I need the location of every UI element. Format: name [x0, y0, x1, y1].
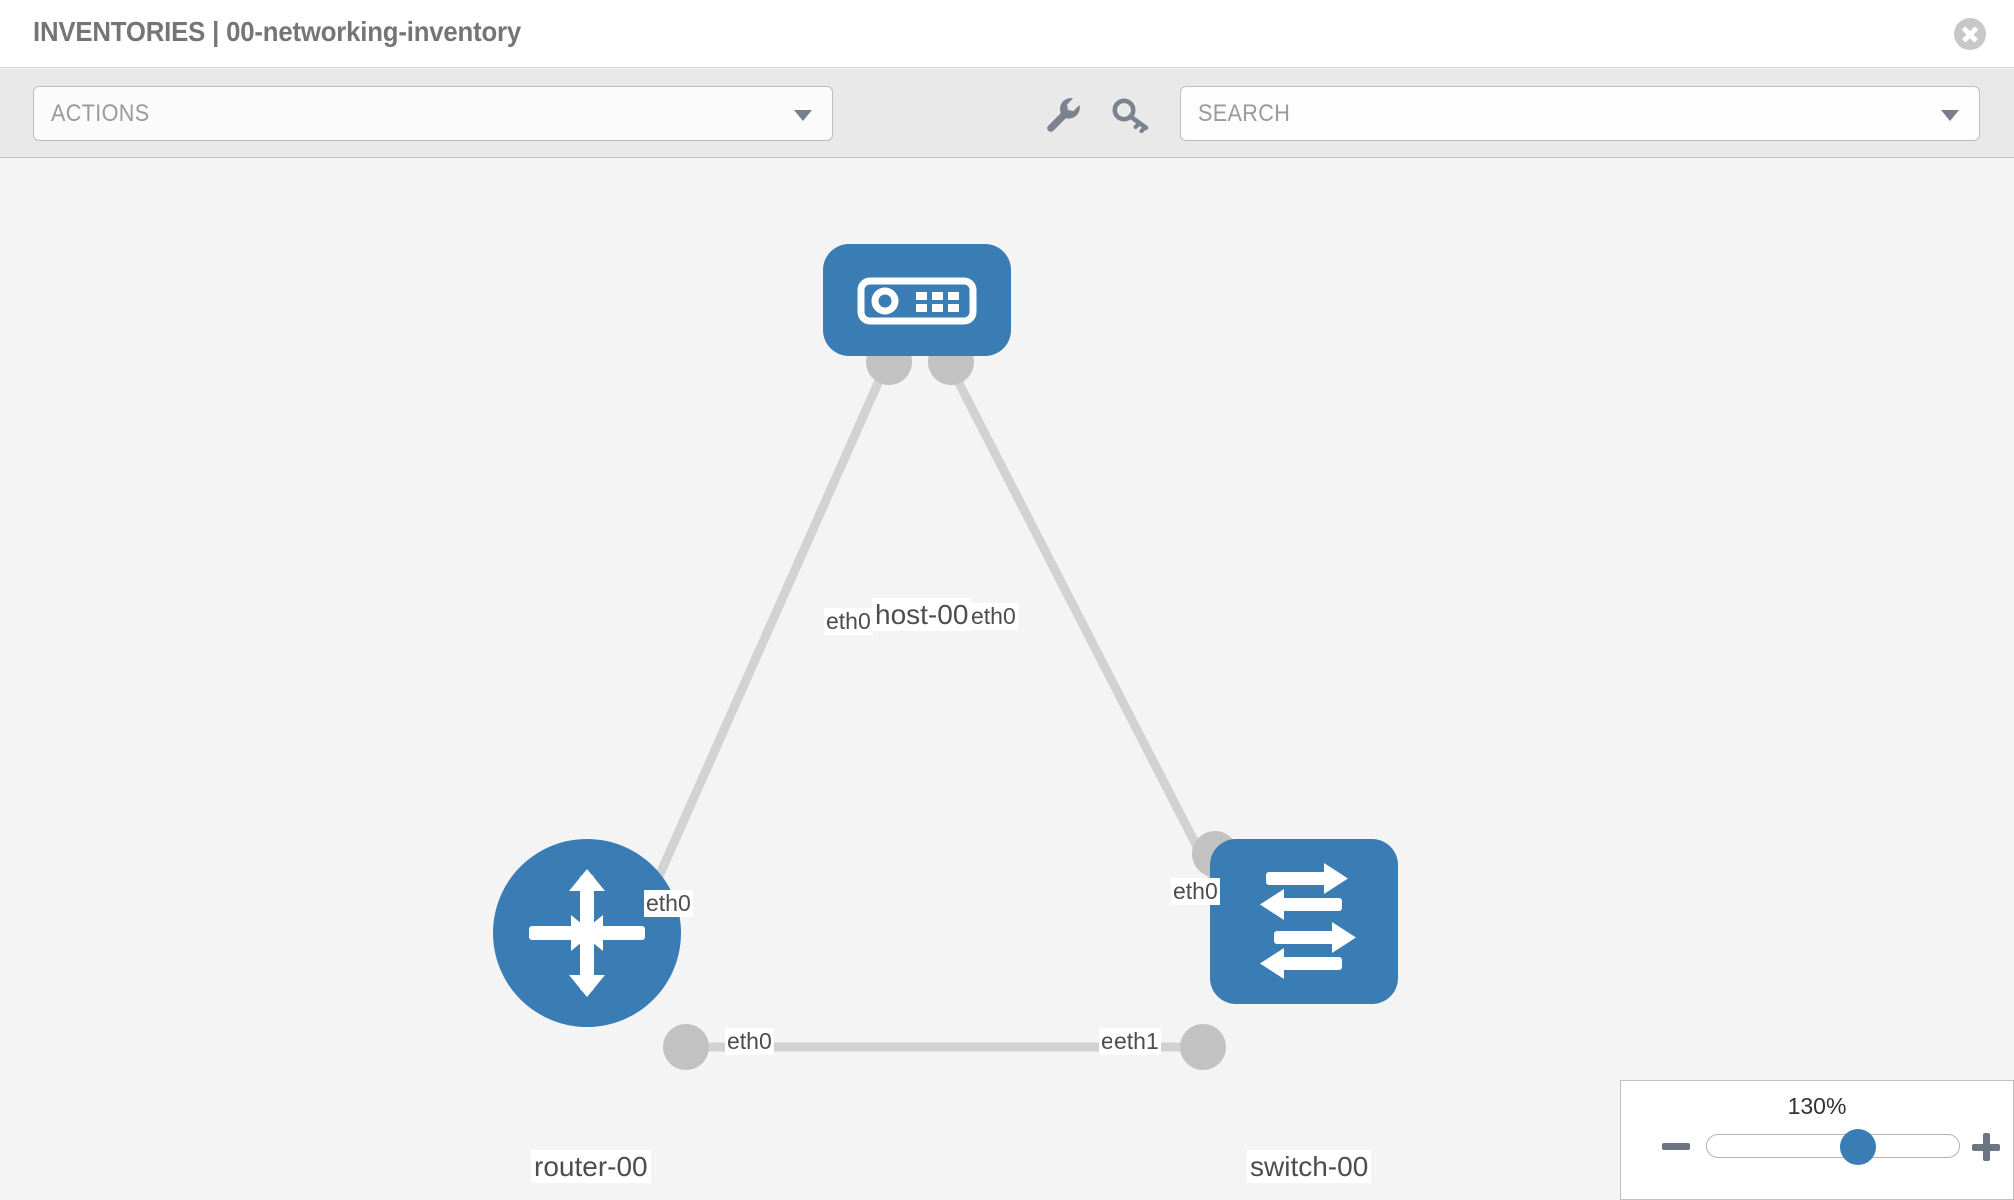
plus-icon[interactable]: [1972, 1133, 2000, 1161]
node-host-00-shape[interactable]: [823, 244, 1011, 356]
edge-label: eth0: [644, 890, 693, 918]
chevron-down-icon: [1941, 110, 1959, 121]
node-host-00-label: host-00: [872, 598, 972, 632]
key-icon[interactable]: [1110, 93, 1152, 135]
actions-dropdown[interactable]: ACTIONS: [33, 86, 833, 141]
node-router-00-shape[interactable]: [493, 839, 681, 1027]
page-header: INVENTORIES | 00-networking-inventory: [0, 0, 2014, 68]
server-icon: [857, 277, 977, 325]
edge-label: eth1: [1112, 1028, 1161, 1056]
node-switch-00-label: switch-00: [1247, 1150, 1372, 1184]
node-switch-00-shape[interactable]: [1210, 839, 1398, 1004]
zoom-control-panel: 130%: [1620, 1080, 2014, 1200]
zoom-level-value: 130%: [1787, 1093, 1847, 1119]
edge-label: eth0: [725, 1028, 774, 1056]
port-switch-left[interactable]: [1180, 1024, 1226, 1070]
zoom-slider-thumb[interactable]: [1840, 1129, 1877, 1165]
node-router-00-label: router-00: [531, 1150, 651, 1184]
chevron-down-icon: [794, 110, 812, 121]
port-router-right[interactable]: [663, 1024, 709, 1070]
minus-icon[interactable]: [1662, 1143, 1690, 1150]
actions-dropdown-label: ACTIONS: [51, 100, 150, 127]
close-icon[interactable]: [1954, 18, 1986, 50]
toolbar: ACTIONS SEARCH: [0, 69, 2014, 158]
topology-canvas[interactable]: host-00 router: [0, 159, 2014, 1200]
edge-label: eth0: [969, 603, 1018, 631]
zoom-slider[interactable]: [1706, 1129, 1960, 1165]
edge-label: eth0: [1171, 878, 1220, 906]
search-input[interactable]: SEARCH: [1180, 86, 1980, 141]
switch-arrows-icon: [1260, 863, 1356, 979]
edge-label: eth0: [824, 608, 873, 636]
router-arrows-icon: [529, 869, 645, 997]
search-placeholder: SEARCH: [1198, 100, 1291, 127]
page-title: INVENTORIES | 00-networking-inventory: [33, 16, 522, 47]
wrench-icon[interactable]: [1041, 93, 1083, 135]
